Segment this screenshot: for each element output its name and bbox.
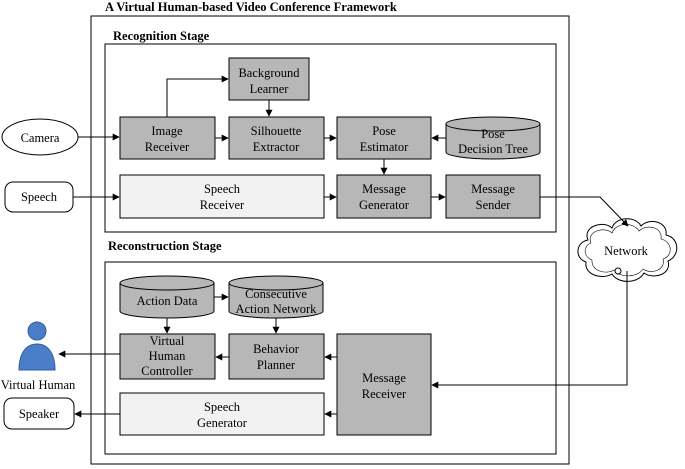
virtual-human-controller-box: Virtual Human Controller [119, 333, 216, 380]
framework-title: A Virtual Human-based Video Conference F… [105, 0, 397, 14]
message-receiver-box: Message Receiver [336, 333, 432, 436]
camera-label: Camera [21, 131, 60, 145]
image-receiver-label-1: Image [151, 124, 183, 138]
consecutive-action-network-label-2: Action Network [236, 302, 318, 316]
background-learner-box: Background Learner [228, 57, 310, 101]
message-sender-box: Message Sender [445, 174, 541, 219]
speech-generator-box: Speech Generator [119, 392, 325, 436]
speech-input-label: Speech [21, 190, 58, 204]
pose-estimator-box: Pose Estimator [336, 116, 432, 160]
virtual-human-controller-label-1: Virtual [150, 334, 185, 348]
virtual-human-label: Virtual Human [1, 378, 76, 392]
speaker-label: Speaker [19, 407, 60, 421]
behavior-planner-label-1: Behavior [253, 342, 300, 356]
action-data-database: Action Data [119, 275, 215, 319]
message-receiver-label-1: Message [362, 371, 406, 385]
pose-estimator-label-1: Pose [372, 124, 396, 138]
speech-receiver-label-2: Receiver [200, 198, 245, 212]
virtual-human-controller-label-3: Controller [141, 364, 193, 378]
speaker-node: Speaker [3, 397, 75, 430]
camera-node: Camera [1, 118, 79, 156]
message-receiver-label-2: Receiver [362, 387, 407, 401]
silhouette-extractor-label-1: Silhouette [251, 124, 302, 138]
recognition-stage-title: Recognition Stage [113, 29, 210, 43]
message-generator-label-2: Generator [359, 198, 410, 212]
network-to-message-receiver-arrow [431, 271, 628, 389]
background-learner-label-1: Background [238, 66, 300, 80]
message-generator-label-1: Message [362, 182, 406, 196]
connectors [58, 75, 629, 418]
virtual-human-controller-label-2: Human [149, 349, 187, 363]
background-learner-label-2: Learner [250, 82, 290, 96]
speech-generator-label-1: Speech [204, 400, 241, 414]
pose-decision-tree-label-2: Decision Tree [458, 142, 528, 156]
message-sender-label-1: Message [471, 182, 515, 196]
network-cloud: Network [577, 218, 678, 282]
message-generator-box: Message Generator [336, 174, 432, 219]
image-receiver-box: Image Receiver [119, 116, 216, 160]
message-sender-label-2: Sender [476, 198, 512, 212]
silhouette-extractor-label-2: Extractor [253, 140, 300, 154]
action-data-label: Action Data [137, 294, 198, 308]
pose-decision-tree-label-1: Pose [481, 127, 505, 141]
speech-generator-label-2: Generator [197, 416, 248, 430]
image-receiver-label-2: Receiver [145, 140, 190, 154]
speech-receiver-label-1: Speech [204, 182, 241, 196]
pose-decision-tree-database: Pose Decision Tree [445, 116, 541, 160]
network-port-icon [614, 267, 622, 275]
behavior-planner-box: Behavior Planner [228, 333, 325, 380]
consecutive-action-network-database: Consecutive Action Network [228, 275, 324, 319]
behavior-planner-label-2: Planner [257, 358, 296, 372]
virtual-human-icon [18, 321, 56, 371]
silhouette-extractor-box: Silhouette Extractor [228, 116, 325, 160]
pose-estimator-label-2: Estimator [360, 140, 409, 154]
network-label: Network [604, 244, 648, 258]
message-sender-to-network-arrow [540, 196, 629, 227]
consecutive-action-network-label-1: Consecutive [245, 287, 307, 301]
reconstruction-stage-title: Reconstruction Stage [108, 239, 222, 253]
image-receiver-to-background-learner-arrow [166, 75, 229, 117]
speech-input-node: Speech [4, 181, 74, 213]
speech-receiver-box: Speech Receiver [119, 174, 325, 219]
